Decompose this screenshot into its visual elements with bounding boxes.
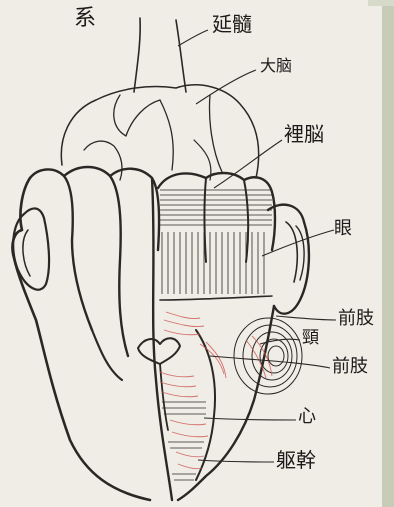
leader-lines [178, 30, 336, 462]
label-cerebrum: 大脑 [260, 58, 292, 74]
label-spinal-cord: 延髓 [212, 14, 252, 34]
brain-lobes-4 [84, 141, 122, 180]
heart-loop [138, 338, 180, 364]
right-outline-top [158, 173, 275, 250]
brain-lobes-3 [210, 95, 223, 172]
neck-line [160, 296, 272, 300]
left-fold-1 [30, 169, 92, 330]
body-left-outline [12, 178, 150, 500]
label-eye: 眼 [334, 220, 352, 238]
chest-curve [196, 330, 215, 480]
spinal-cord-stalk-right [176, 20, 186, 92]
left-ear-inner [23, 230, 30, 276]
brain-lobes-2 [160, 100, 173, 170]
label-forelimb: 前肢 [332, 358, 368, 376]
brain-outline [61, 85, 258, 178]
title-label: 系 [74, 8, 96, 30]
right-ear-inner [286, 222, 297, 282]
hatching-cerebellum [160, 190, 272, 225]
label-forelimb-bud: 前肢 [338, 310, 374, 328]
forelimb-circles [234, 318, 302, 394]
left-fold-4 [92, 330, 122, 380]
spinal-cord-stalk [134, 18, 140, 92]
label-trunk: 躯幹 [276, 450, 316, 470]
label-heart: 心 [298, 408, 316, 426]
red-shading [160, 312, 272, 469]
brain-lobes [114, 95, 160, 136]
label-cerebellum: 裡脳 [284, 124, 324, 144]
label-neck: 頸 [302, 330, 319, 347]
